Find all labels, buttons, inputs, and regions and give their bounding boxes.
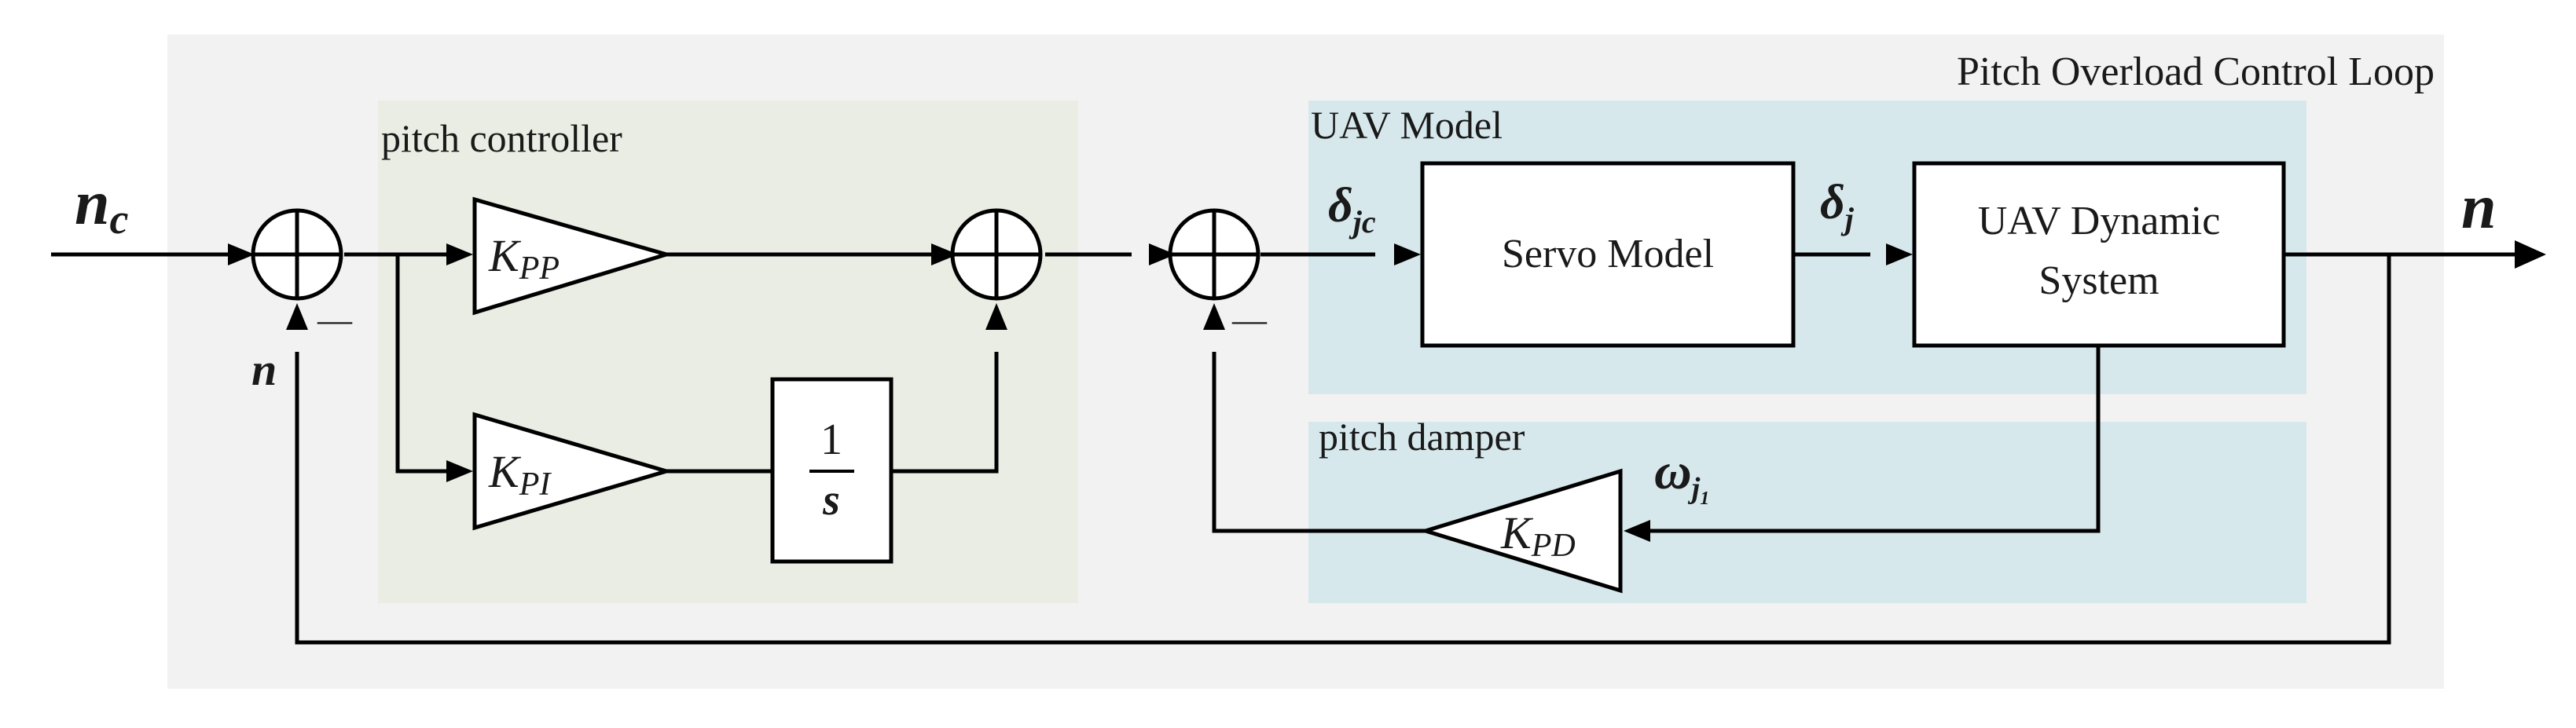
gain-kpd-sub: PD <box>1531 528 1576 564</box>
integrator-to-sum2-line <box>891 352 999 474</box>
arrow-into-kpi <box>446 460 473 482</box>
arrow-into-sum1 <box>228 243 255 265</box>
integrator-denominator: s <box>822 476 840 525</box>
pitch-controller-label: pitch controller <box>381 116 622 160</box>
delta-j-label: δj <box>1820 176 1855 236</box>
delta-j-base: δ <box>1820 176 1845 229</box>
pitch-controller-region <box>378 101 1078 603</box>
input-signal-base: n <box>75 169 110 238</box>
uav-block-line1: UAV Dynamic <box>1978 199 2221 243</box>
uav-to-damper-line <box>1650 347 2101 533</box>
pitch-damper-region <box>1308 422 2306 603</box>
gain-kpi-sub: PI <box>519 466 552 503</box>
feedback-signal-label: n <box>251 344 277 395</box>
summing-junction-3 <box>1168 208 1260 301</box>
arrow-into-servo <box>1394 243 1421 265</box>
servo-model-block <box>1420 161 1796 348</box>
omega-subsub: 1 <box>1700 488 1709 509</box>
uav-dynamic-system-block <box>1912 161 2286 348</box>
gain-kpi-label: KPI <box>488 446 552 503</box>
gain-kpp-triangle <box>472 196 673 316</box>
uav-block-line2: System <box>2038 258 2159 303</box>
arrow-into-sum1-bottom <box>286 303 308 330</box>
delta-jc-base: δ <box>1328 179 1353 232</box>
gain-kpi-triangle <box>472 412 673 531</box>
input-signal-label: nc <box>75 169 129 243</box>
arrow-into-kpd <box>1624 520 1650 542</box>
arrow-into-sum3 <box>1149 243 1176 265</box>
delta-jc-sub: jc <box>1349 204 1376 240</box>
delta-jc-label: δjc <box>1328 179 1376 240</box>
gain-kpi-base: K <box>488 446 522 497</box>
gain-kpp-sub: PP <box>519 251 560 287</box>
damper-to-sum3-line <box>1212 352 1426 533</box>
gain-kpd-triangle <box>1418 468 1623 594</box>
arrow-into-kpp <box>446 243 473 265</box>
arrow-into-sum2-top <box>931 243 958 265</box>
arrow-into-sum3-bottom <box>1203 303 1225 330</box>
integrator-numerator: 1 <box>820 415 842 464</box>
branch-to-kpi-line <box>395 254 446 474</box>
gain-kpd-base: K <box>1500 507 1534 558</box>
arrow-into-uav <box>1886 243 1913 265</box>
arrowheads <box>228 240 2546 542</box>
output-signal-label: n <box>2461 173 2497 242</box>
summing-junction-2 <box>950 208 1043 301</box>
servo-model-label: Servo Model <box>1502 232 1714 276</box>
omega-base: ω <box>1654 443 1692 500</box>
pitch-damper-label: pitch damper <box>1319 415 1525 459</box>
arrow-into-sum2-bottom <box>985 303 1007 330</box>
input-signal-sub: c <box>110 196 129 243</box>
omega-label: ωj1 <box>1654 443 1709 509</box>
minus-sign-sum3: — <box>1231 301 1268 339</box>
summing-junction-1 <box>251 208 343 301</box>
uav-model-label: UAV Model <box>1311 103 1503 147</box>
gain-kpd-label: KPD <box>1500 507 1576 564</box>
arrow-output <box>2515 240 2546 269</box>
signal-lines <box>51 252 2515 645</box>
gain-kpp-base: K <box>488 230 522 281</box>
loop-title: Pitch Overload Control Loop <box>1957 49 2435 94</box>
gain-kpp-label: KPP <box>488 230 560 287</box>
minus-sign-sum1: — <box>317 301 353 339</box>
outer-feedback-line <box>295 254 2391 645</box>
